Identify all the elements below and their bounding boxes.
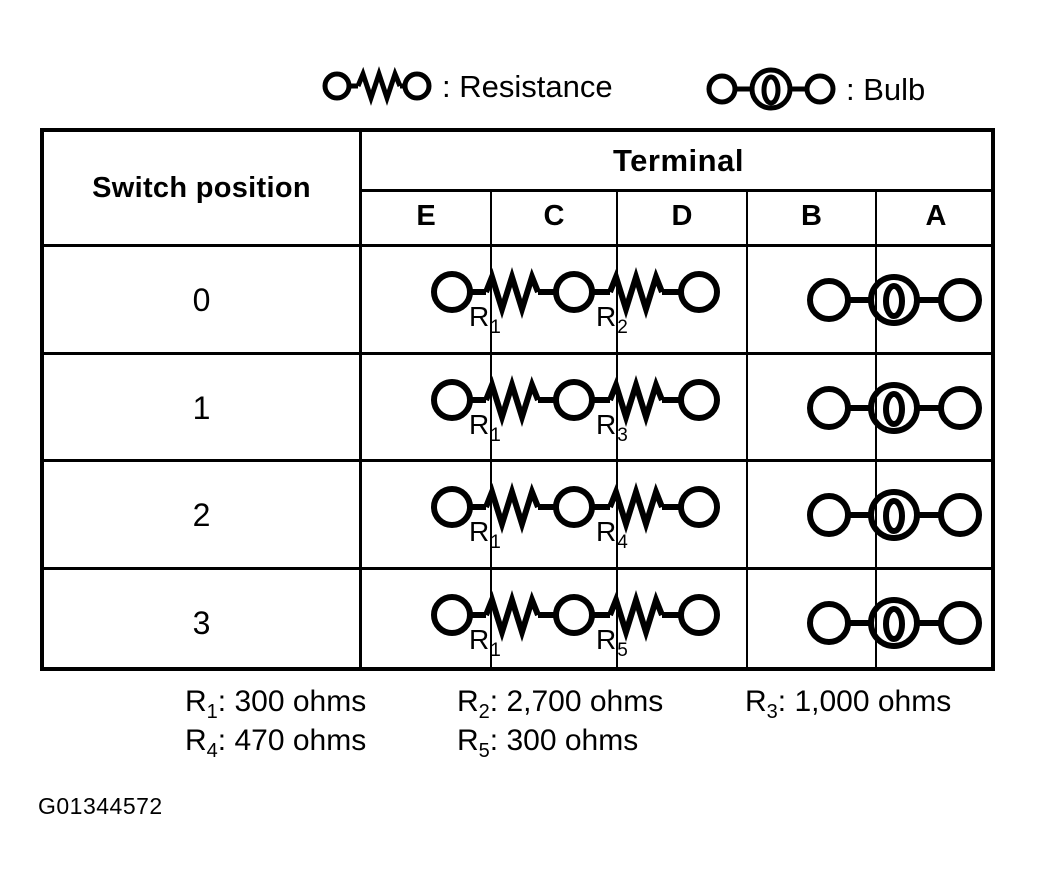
divider-col-e-c (490, 189, 492, 671)
terminal-node-b (807, 601, 851, 645)
terminal-node-c (553, 271, 595, 313)
terminal-node-b (807, 386, 851, 430)
resistance-value-r5: R5: 300 ohms (457, 724, 639, 762)
legend-label-resistance: : Resistance (442, 68, 613, 104)
terminal-node-c (553, 594, 595, 636)
resistance-values-notes: R1: 300 ohms R2: 2,700 ohms R3: 1,000 oh… (185, 685, 1015, 763)
terminal-node-e (431, 271, 473, 313)
terminal-node-e (431, 379, 473, 421)
resistance-values-line-1: R1: 300 ohms R2: 2,700 ohms R3: 1,000 oh… (185, 685, 1015, 724)
resistor-label-right: R4 (596, 516, 628, 553)
resistance-symbol-icon (322, 66, 432, 106)
terminal-node-d (678, 379, 720, 421)
cell-circuit: R1 R2 (362, 247, 995, 354)
legend: : Resistance : Bulb (0, 66, 1038, 122)
divider-row-1-2 (44, 459, 995, 462)
legend-item-resistance: : Resistance (322, 66, 613, 106)
terminal-node-e (431, 594, 473, 636)
cell-circuit: R1 R3 (362, 355, 995, 462)
table-row: 0 R1 R2 (44, 247, 995, 354)
terminal-node-b (807, 493, 851, 537)
resistor-label-left: R1 (469, 516, 501, 553)
resistor-label-right: R3 (596, 409, 628, 446)
header-terminal-c: C (492, 189, 616, 244)
terminal-node-e (431, 486, 473, 528)
resistor-label-left: R1 (469, 624, 501, 661)
header-terminal-a: A (877, 189, 995, 244)
header-terminal-group: Terminal (362, 132, 995, 189)
header-terminal-d: D (618, 189, 746, 244)
switch-terminal-table: Switch position Terminal E C D B A 0 (40, 128, 995, 671)
circuit-diagram-row-2 (431, 481, 982, 541)
figure-id: G01344572 (38, 793, 163, 819)
divider-row-2-3 (44, 567, 995, 570)
header-terminal-c-label: C (543, 200, 565, 232)
table-row: 2 R1 R4 (44, 462, 995, 569)
circuit-diagram-row-1 (431, 374, 982, 434)
cell-switch-position: 1 (192, 390, 211, 426)
resistor-label-left: R1 (469, 301, 501, 338)
bulb-symbol-icon (706, 67, 836, 111)
table-row: 1 R1 R3 (44, 355, 995, 462)
resistor-label-right: R5 (596, 624, 628, 661)
header-switch-position-label: Switch position (92, 171, 311, 204)
cell-circuit: R1 R4 (362, 462, 995, 569)
terminal-node-c (553, 486, 595, 528)
divider-col-b-a (875, 189, 877, 671)
table-main-divider (359, 132, 362, 671)
divider-under-terminal (362, 189, 995, 192)
table-row: 3 R1 R5 (44, 570, 995, 677)
divider-row-0-1 (44, 352, 995, 355)
header-terminal-b: B (748, 189, 875, 244)
resistor-label-left: R1 (469, 409, 501, 446)
terminal-node-a (938, 601, 982, 645)
legend-label-bulb: : Bulb (846, 71, 926, 107)
terminal-node-d (678, 594, 720, 636)
legend-item-bulb: : Bulb (706, 66, 925, 112)
resistance-value-r3: R3: 1,000 ohms (745, 685, 952, 723)
header-terminal-label: Terminal (613, 142, 744, 178)
terminal-node-a (938, 493, 982, 537)
bulb-symbol-icon (868, 274, 920, 326)
resistance-value-r4: R4: 470 ohms (185, 724, 367, 762)
divider-under-header (44, 244, 995, 247)
divider-col-c-d (616, 189, 618, 671)
bulb-symbol-icon (868, 489, 920, 541)
header-switch-position: Switch position (44, 132, 359, 244)
header-terminal-e-label: E (416, 200, 436, 232)
resistance-values-line-2: R4: 470 ohms R5: 300 ohms (185, 724, 1015, 763)
header-terminal-d-label: D (671, 200, 693, 232)
bulb-symbol-icon (868, 382, 920, 434)
circuit-diagram-row-0 (431, 266, 982, 326)
header-terminal-b-label: B (801, 200, 822, 232)
cell-switch-position: 3 (192, 605, 211, 641)
terminal-node-c (553, 379, 595, 421)
circuit-diagram-row-3 (431, 589, 982, 649)
cell-switch-position: 0 (192, 282, 211, 318)
terminal-node-a (938, 386, 982, 430)
terminal-node-d (678, 271, 720, 313)
bulb-symbol-icon (868, 597, 920, 649)
header-terminal-e: E (362, 189, 490, 244)
divider-col-d-b (746, 189, 748, 671)
resistor-label-right: R2 (596, 301, 628, 338)
terminal-node-a (938, 278, 982, 322)
terminal-node-d (678, 486, 720, 528)
resistance-value-r1: R1: 300 ohms (185, 685, 367, 723)
resistance-value-r2: R2: 2,700 ohms (457, 685, 664, 723)
header-terminal-a-label: A (925, 200, 947, 232)
cell-switch-position: 2 (192, 497, 211, 533)
cell-circuit: R1 R5 (362, 570, 995, 677)
terminal-node-b (807, 278, 851, 322)
